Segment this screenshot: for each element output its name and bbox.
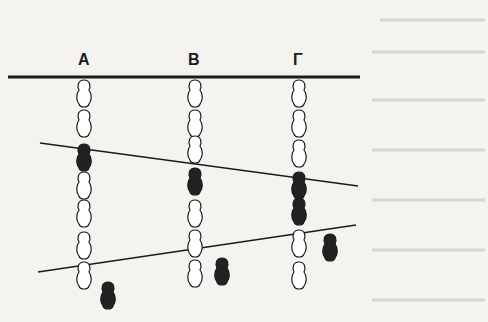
faint-page-text <box>372 20 485 300</box>
top-line <box>8 76 360 79</box>
bead-column <box>77 80 116 309</box>
bead-column <box>188 80 230 287</box>
bead-column <box>292 80 338 289</box>
column-letter: A <box>78 52 90 68</box>
column-letter: Γ <box>293 52 303 68</box>
column-letter: B <box>188 52 200 68</box>
